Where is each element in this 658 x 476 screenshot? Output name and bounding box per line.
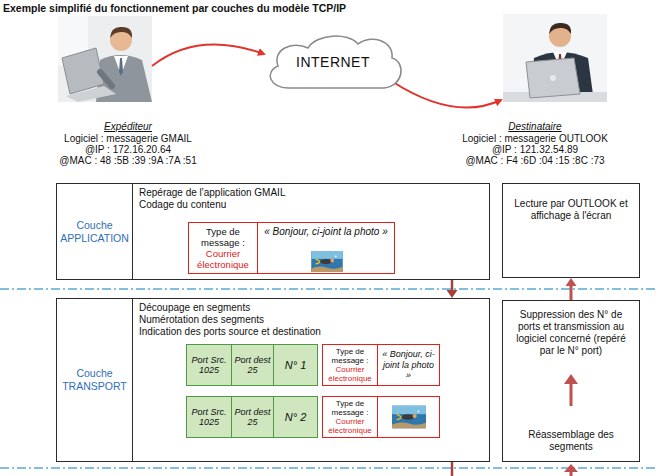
layer-task: Repérage de l'application GMAIL (139, 187, 483, 199)
layer-name-cell: Couche APPLICATION (57, 184, 133, 279)
network-flow-arrows (152, 45, 264, 66)
segment-number: N° 1 (285, 359, 307, 372)
flow-arrow (564, 374, 578, 384)
host-info: Logiciel : messagerie GMAIL (18, 133, 238, 144)
role-heading: Destinataire (425, 121, 645, 132)
arrow-head (447, 290, 458, 298)
sender-photo (119, 58, 123, 76)
port-text: Port Src. 1025 (189, 355, 229, 376)
sender-photo (100, 72, 112, 86)
port-text: Port Src. 1025 (189, 407, 229, 428)
flow-arrow (447, 280, 458, 298)
port-cell: Port Src. 1025 (186, 396, 232, 438)
message-type-cell: Type de message :Courrier électronique (188, 222, 258, 274)
flow-arrow (451, 462, 454, 476)
message-content-text: « Bonjour, ci-joint la photo » (264, 226, 387, 238)
message-type-cell: Type de message :Courrier électronique (322, 396, 378, 438)
arrow-head (566, 278, 577, 286)
receiver-photo (549, 23, 571, 34)
message-content-cell: « Bonjour, ci-joint la photo » (258, 222, 395, 274)
layer-separator (0, 467, 658, 469)
message-type-value: Courrier électronique (325, 417, 375, 435)
host-info: Logiciel : messagerie OUTLOOK (425, 133, 645, 144)
layer-band: Couche APPLICATION Repérage de l'applicat… (56, 183, 490, 280)
port-cell: Port dest 25 (232, 344, 274, 386)
port-cell: Port Src. 1025 (186, 344, 232, 386)
segment-number: N° 2 (285, 411, 307, 424)
receiver-step-box: Suppression des N° de ports et transmiss… (502, 300, 640, 462)
cloud-label: INTERNET (296, 54, 370, 70)
message-type-cell: Type de message :Courrier électronique (322, 344, 378, 386)
flow-arrow (570, 384, 573, 406)
cloud-shape: INTERNET (258, 28, 408, 96)
photo-segment-cell (378, 397, 440, 438)
message-type-text: Type de message : (325, 347, 375, 365)
attached-photo (392, 406, 426, 429)
flow-arrow-line (570, 285, 573, 300)
receiver-step-box: Lecture par OUTLOOK et affichage à l'écr… (502, 183, 640, 278)
message-type-text: Type de message : (325, 399, 375, 417)
flow-arrow (570, 472, 573, 476)
sender-photo (114, 56, 128, 75)
sender-photo (58, 16, 152, 102)
flow-arrow (566, 278, 577, 300)
segment-number-cell: N° 2 (274, 396, 318, 438)
receiver-photo (550, 75, 556, 81)
layer-task: Numérotation des segments (139, 314, 483, 326)
port-cell: Port dest 25 (232, 396, 274, 438)
step-text: Réassemblage des segments (509, 429, 633, 453)
flow-arrow (452, 374, 578, 476)
network-flow-arrows (393, 82, 501, 107)
cloud-outline (270, 36, 401, 88)
layer-name: Couche TRANSPORT (60, 367, 129, 393)
receiver-photo (526, 58, 580, 98)
port-text: Port dest 25 (234, 407, 271, 428)
layer-task: Indication des ports source et destinati… (139, 326, 483, 338)
host-info: @IP : 121.32.54.89 (425, 144, 645, 155)
flow-arrow (564, 464, 578, 472)
message-type-text: Type de message : (191, 226, 255, 248)
receiver-photo (503, 14, 607, 102)
layer-task-list: Découpage en segmentsNumérotation des se… (139, 302, 483, 338)
attached-photo (311, 251, 343, 272)
host-info: @MAC : 48 :5B :39 :9A :7A :51 (18, 155, 238, 166)
receiver-photo (503, 14, 607, 102)
message-content-cell: « Bonjour, ci-joint la photo » (378, 344, 440, 386)
layer-name-cell: Couche TRANSPORT (57, 299, 133, 461)
layer-band: Couche TRANSPORT Découpage en segmentsNum… (56, 298, 490, 462)
layer-separator (0, 289, 658, 468)
message-type-value: Courrier électronique (325, 365, 375, 383)
sender-photo (110, 27, 132, 38)
layer-separator (0, 288, 658, 290)
host-info: @MAC : F4 :6D :04 :15 :8C :73 (425, 155, 645, 166)
step-text: Lecture par OUTLOOK et affichage à l'écr… (509, 198, 633, 222)
host-info: @IP : 172.16.20.64 (18, 144, 238, 155)
layer-name: Couche APPLICATION (60, 219, 129, 245)
layer-task: Codage du contenu (139, 199, 483, 211)
sender-photo (58, 16, 152, 102)
segment-number-cell: N° 1 (274, 344, 318, 386)
layer-task: Découpage en segments (139, 302, 483, 314)
message-type-value: Courrier électronique (191, 248, 255, 270)
flow-arrow-line (451, 280, 454, 291)
layer-task-list: Repérage de l'application GMAILCodage du… (139, 187, 483, 211)
diagram-title: Exemple simplifié du fonctionnement par … (3, 2, 346, 14)
message-content-text: « Bonjour, ci-joint la photo » (380, 349, 437, 381)
sender-photo (66, 86, 116, 102)
port-text: Port dest 25 (234, 355, 271, 376)
step-text: Suppression des N° de ports et transmiss… (509, 309, 633, 357)
role-heading: Expéditeur (18, 121, 238, 132)
